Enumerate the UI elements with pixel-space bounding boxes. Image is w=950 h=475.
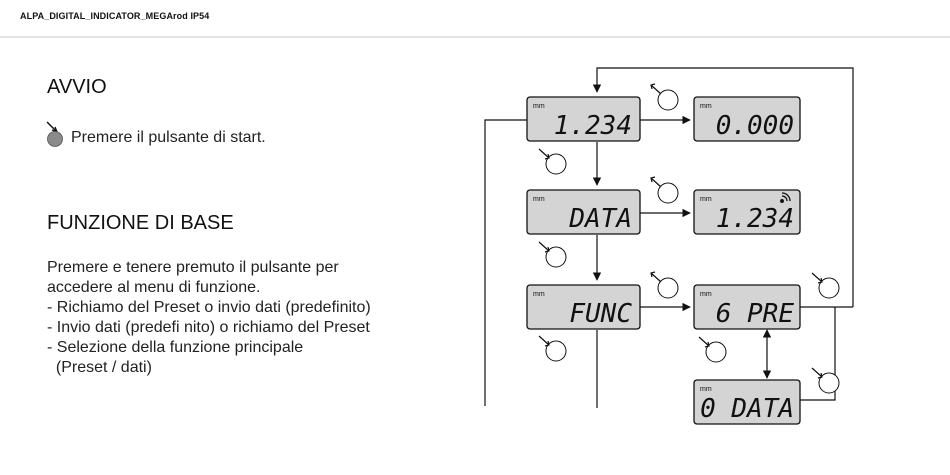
- press-icon: [650, 176, 679, 204]
- lcd-value: 1.234: [716, 204, 794, 234]
- function-description: Premere e tenere premuto il pulsante per…: [47, 258, 467, 378]
- lcd-unit: mm: [533, 103, 545, 110]
- description-line: Premere e tenere premuto il pulsante per: [47, 259, 339, 276]
- lcd-value: DATA: [568, 204, 632, 234]
- short-press-icon: [538, 241, 567, 268]
- lcd-unit: mm: [700, 103, 712, 110]
- lcd-unit: mm: [533, 196, 545, 203]
- lcd-display-d7: mm 0 DATA: [693, 379, 801, 425]
- lcd-value: 0.000: [716, 111, 794, 141]
- short-press-icon: [538, 148, 567, 175]
- lcd-value: FUNC: [569, 299, 632, 329]
- lcd-unit: mm: [700, 291, 712, 298]
- start-instruction: Premere il pulsante di start.: [45, 118, 266, 148]
- lcd-unit: mm: [533, 291, 545, 298]
- lcd-display-d4: mm 1.234: [693, 189, 801, 235]
- lcd-display-d3: mm DATA: [526, 189, 641, 235]
- section-title-avvio: AVVIO: [47, 76, 107, 98]
- lcd-unit: mm: [700, 386, 712, 393]
- lcd-display-d6: mm 6 PRE: [693, 284, 801, 330]
- description-line: - Richiamo del Preset o invio dati (pred…: [47, 299, 371, 316]
- short-press-icon: [811, 272, 840, 299]
- start-button-icon: [46, 121, 63, 147]
- description-line: (Preset / dati): [47, 359, 152, 376]
- function-flow-diagram: mm 1.234 mm 0.000 mm DATA mm 1.234 mm FU…: [484, 67, 854, 425]
- page-header: ALPA_DIGITAL_INDICATOR_MEGArod IP54: [0, 0, 950, 38]
- start-instruction-text: Premere il pulsante di start.: [71, 129, 266, 146]
- short-press-icon: [698, 336, 727, 363]
- lcd-display-d5: mm FUNC: [526, 284, 641, 330]
- lcd-display-d2: mm 0.000: [693, 96, 801, 142]
- press-icon: [650, 271, 679, 299]
- lcd-value: 1.234: [554, 111, 632, 141]
- description-line: - Invio dati (predefi nito) o richiamo d…: [47, 319, 370, 336]
- description-line: accedere al menu di funzione.: [47, 279, 261, 296]
- lcd-display-d1: mm 1.234: [526, 96, 641, 142]
- section-title-funzione: FUNZIONE DI BASE: [47, 212, 234, 234]
- lcd-value: 0 DATA: [700, 394, 794, 424]
- description-line: - Selezione della funzione principale: [47, 339, 304, 356]
- lcd-unit: mm: [700, 196, 712, 203]
- press-icon: [650, 83, 679, 111]
- lcd-value: 6 PRE: [716, 299, 795, 329]
- header-title: ALPA_DIGITAL_INDICATOR_MEGArod IP54: [20, 11, 210, 21]
- wireless-icon: [780, 192, 791, 203]
- flow-lines: [484, 67, 854, 408]
- short-press-icon: [538, 335, 567, 362]
